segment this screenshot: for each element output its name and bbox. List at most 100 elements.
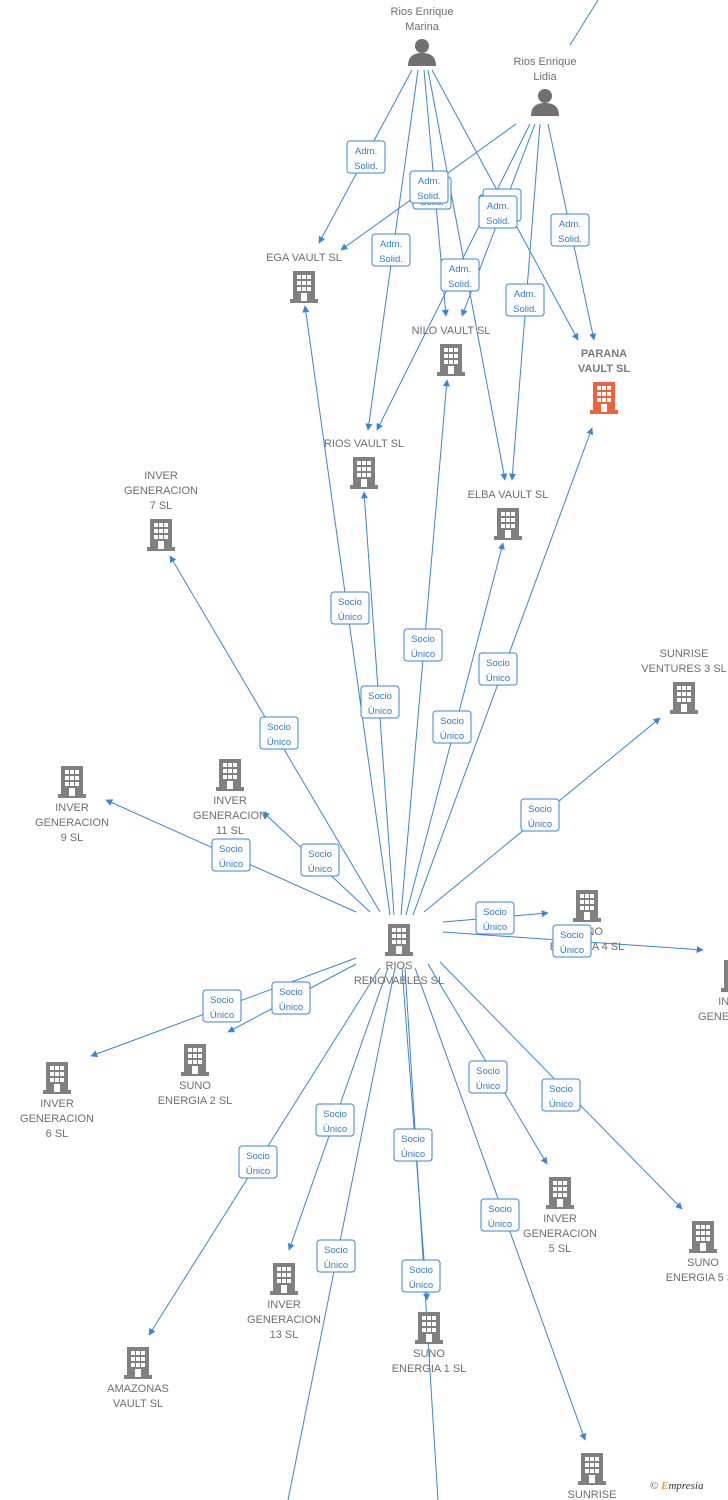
edge-label-box [468, 1060, 508, 1094]
node-label: 11 SL [216, 825, 244, 837]
edge-label-line: Único [219, 859, 243, 870]
edge-label-line: Socio [308, 849, 332, 860]
edge-label-box [401, 1259, 441, 1293]
copyright-notice: © Empresia [650, 1480, 704, 1492]
edge-label-line: Adm. [449, 264, 471, 275]
edge-label-box [360, 685, 400, 719]
edge-label-line: Socio [368, 691, 392, 702]
edge-label-line: Solid. [513, 304, 537, 315]
edge-label-line: Adm. [487, 201, 509, 212]
building-icon [385, 924, 413, 956]
edge-label-box [393, 1128, 433, 1162]
edge-label-lidia-ega[interactable]: Adm.Solid. [409, 170, 449, 204]
edge-label-line: Único [560, 945, 584, 956]
node-elba[interactable]: ELBA VAULT SL [468, 489, 549, 540]
node-label: SUNO [179, 1080, 211, 1092]
node-label: INVER [543, 1213, 577, 1225]
node-riosvault[interactable]: RIOS VAULT SL [324, 438, 404, 489]
edge-label-line: Único [528, 819, 552, 830]
edge-label-box [271, 981, 311, 1015]
edge-label-marina-ega[interactable]: Adm.Solid. [346, 140, 386, 174]
edge-label-marina-riosvault[interactable]: Adm.Solid. [371, 233, 411, 267]
edge-label-box [478, 195, 518, 229]
edge-label-line: Socio [476, 1066, 500, 1077]
node-label: VAULT SL [578, 363, 630, 375]
edge-label-box [315, 1103, 355, 1137]
edge-label-line: Adm. [355, 146, 377, 157]
edge-label-line: Único [486, 673, 510, 684]
edge-label-line: Único [324, 1260, 348, 1271]
node-invR[interactable]: INVERGENERACION3 [698, 960, 728, 1038]
edge-label-line: Socio [267, 722, 291, 733]
edge-label-line: Socio [483, 907, 507, 918]
edge-label-lidia-nilo[interactable]: Adm.Solid. [478, 195, 518, 229]
node-ega[interactable]: EGA VAULT SL [266, 252, 342, 303]
node-label: GENERACION [698, 1011, 728, 1023]
node-label: INVER [267, 1299, 301, 1311]
edge-label-lidia-elba[interactable]: Adm.Solid. [505, 283, 545, 317]
node-label: INVER [55, 802, 89, 814]
node-label: INVER [718, 996, 728, 1008]
brand-name: mpresia [668, 1480, 704, 1492]
edge-label-line: Socio [246, 1151, 270, 1162]
node-nilo[interactable]: NILO VAULT SL [412, 325, 491, 376]
edge-label-line: Socio [411, 634, 435, 645]
brand-initial: E [661, 1480, 669, 1492]
edge-label-box [520, 798, 560, 832]
edge-label-box [478, 652, 518, 686]
node-label: VENTURES 3 SL [641, 663, 727, 675]
node-label: INVER [144, 470, 178, 482]
edge-label-line: Único [279, 1002, 303, 1013]
edge-label-lidia-parana[interactable]: Adm.Solid. [550, 213, 590, 247]
edge-label-line: Socio [560, 930, 584, 941]
edge-label-line: Único [308, 864, 332, 875]
building-icon [270, 1263, 298, 1295]
edge-label-box [440, 258, 480, 292]
edge-label-box [403, 628, 443, 662]
node-sunriseB[interactable]: SUNRISE [568, 1453, 617, 1500]
edge-label-lidia-riosvault[interactable]: Adm. Solid. [440, 258, 480, 292]
node-label: SUNO [687, 1257, 719, 1269]
edge-label-line: Adm. [559, 219, 581, 230]
edge-label-box [550, 213, 590, 247]
edge-label-line: Único [483, 922, 507, 933]
edge-label-line: Solid. [448, 279, 472, 290]
person-icon [408, 39, 436, 66]
